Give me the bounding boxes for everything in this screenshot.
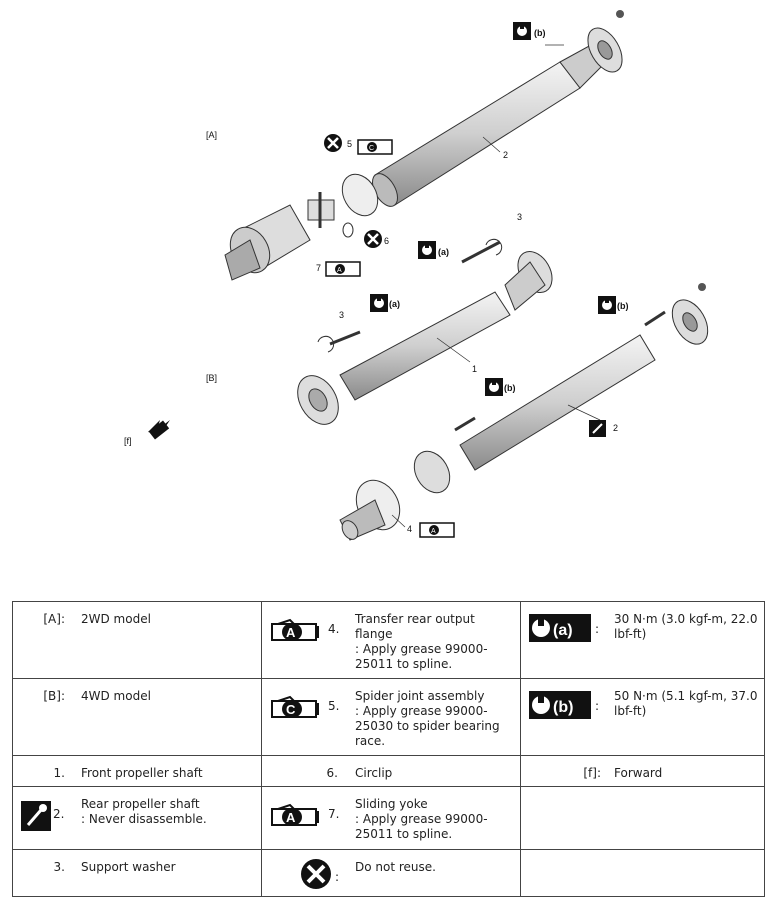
diagram-label-2b: 2 xyxy=(613,423,618,433)
legend-text: 2WD model xyxy=(81,612,151,626)
legend-text: Forward xyxy=(614,766,663,780)
legend-table: [A]: 2WD model A 4. Transfer rear output… xyxy=(12,601,765,897)
legend-text: Support washer xyxy=(81,860,176,874)
legend-key: [f]: xyxy=(583,766,601,780)
diagram-label-tb: (b) xyxy=(534,28,546,38)
svg-text:(b): (b) xyxy=(553,699,573,716)
forward-arrow-icon xyxy=(148,420,170,440)
diagram-label-A: [A] xyxy=(206,130,217,140)
svg-text:C: C xyxy=(286,702,296,717)
legend-key: 2. xyxy=(53,807,65,821)
diagram-label-3b: 3 xyxy=(339,310,344,320)
grease-a-icon: A xyxy=(271,618,319,641)
torque-badge-b-icon: (b) xyxy=(513,22,546,40)
propeller-shaft-2wd xyxy=(224,10,624,281)
diagram-label-1: 1 xyxy=(472,364,477,374)
legend-text: 4WD model xyxy=(81,689,151,703)
legend-key: 3. xyxy=(53,860,65,874)
torque-badge-a2-icon: (a) xyxy=(370,294,400,312)
diagram-label-ta: (a) xyxy=(438,247,449,257)
torque-a-icon: (a) xyxy=(529,614,591,642)
legend-text: 50 N·m (5.1 kgf-m, 37.0 lbf-ft) xyxy=(614,689,758,718)
grease-a-icon: A xyxy=(271,803,319,826)
torque-badge-b3-icon: (b) xyxy=(485,378,516,396)
legend-key: 1. xyxy=(53,766,65,780)
front-propeller-shaft xyxy=(297,238,553,425)
legend-text: Rear propeller shaft : Never disassemble… xyxy=(81,797,207,826)
torque-badge-b2-icon: (b) xyxy=(598,296,629,314)
legend-text: 30 N·m (3.0 kgf-m, 22.0 lbf-ft) xyxy=(614,612,758,641)
legend-text: Do not reuse. xyxy=(355,860,436,874)
diagram-label-7: 7 xyxy=(316,263,321,273)
never-disassemble-icon xyxy=(589,420,606,437)
legend-key: [A]: xyxy=(43,612,65,626)
torque-b-icon: (b) xyxy=(529,691,591,719)
do-not-reuse-icon xyxy=(301,859,331,889)
legend-text: Spider joint assembly : Apply grease 990… xyxy=(355,689,500,748)
svg-text:A: A xyxy=(431,528,436,535)
legend-key: [B]: xyxy=(43,689,65,703)
legend-key: 5. xyxy=(328,699,340,713)
svg-text:A: A xyxy=(337,267,342,274)
legend-key: 4. xyxy=(328,622,340,636)
legend-key: : xyxy=(335,870,340,884)
torque-badge-a-icon: (a) xyxy=(418,241,449,259)
svg-text:A: A xyxy=(286,625,296,640)
never-disassemble-icon xyxy=(21,801,51,831)
diagram-label-f: [f] xyxy=(124,436,132,446)
rear-propeller-shaft xyxy=(339,283,709,541)
diagram-label-2a: 2 xyxy=(503,150,508,160)
svg-text:(a): (a) xyxy=(553,622,573,639)
legend-text: Sliding yoke : Apply grease 99000-25011 … xyxy=(355,797,488,841)
diagram-label-4: 4 xyxy=(407,524,412,534)
legend-row: 1. Front propeller shaft 6. Circlip [f]:… xyxy=(12,755,765,787)
diagram-label-5: 5 xyxy=(347,139,352,149)
exploded-view-diagram: (b) (a) (a) (b) (b) C A xyxy=(124,10,709,541)
legend-row: 3. Support washer : Do not reuse. xyxy=(12,849,765,897)
svg-text:(a): (a) xyxy=(389,299,400,309)
legend-key: 6. xyxy=(326,766,338,780)
svg-text:C: C xyxy=(369,145,374,152)
legend-key: 7. xyxy=(328,807,340,821)
do-not-reuse-icon xyxy=(324,134,342,152)
do-not-reuse-icon xyxy=(364,230,382,248)
diagram-label-6: 6 xyxy=(384,236,389,246)
legend-row: [A]: 2WD model A 4. Transfer rear output… xyxy=(12,601,765,679)
svg-text:A: A xyxy=(286,810,296,825)
grease-a-icon: A xyxy=(419,522,455,538)
svg-text:(b): (b) xyxy=(504,383,516,393)
grease-c-icon: C xyxy=(357,139,393,155)
legend-text: Front propeller shaft xyxy=(81,766,203,780)
grease-a-icon: A xyxy=(325,261,361,277)
diagram-label-B: [B] xyxy=(206,373,217,383)
legend-text: Circlip xyxy=(355,766,393,780)
legend-text: Transfer rear output flange : Apply grea… xyxy=(355,612,488,671)
grease-c-icon: C xyxy=(271,695,319,718)
legend-row: 2. Rear propeller shaft : Never disassem… xyxy=(12,786,765,850)
diagram-label-3a: 3 xyxy=(517,212,522,222)
legend-row: [B]: 4WD model C 5. Spider joint assembl… xyxy=(12,678,765,756)
svg-text:(b): (b) xyxy=(617,301,629,311)
